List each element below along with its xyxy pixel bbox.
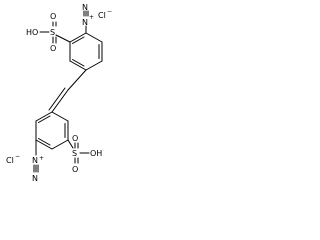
upper-diazonium-n-inner: N <box>82 18 88 27</box>
lower-chloride-charge: − <box>15 153 20 160</box>
lower-chloride-label: Cl <box>6 156 14 165</box>
lower-sulfonic-acid-group: S O O OH <box>67 134 102 174</box>
lower-sulfo-oh: OH <box>90 149 102 158</box>
upper-diazonium-n-outer: N <box>82 3 88 12</box>
upper-sulfo-o-top: O <box>50 12 56 21</box>
lower-sulfo-o-top: O <box>72 134 78 143</box>
vinylene-bridge <box>48 69 87 113</box>
lower-diazonium-n-inner: N <box>32 156 38 165</box>
upper-benzene-ring <box>69 32 103 71</box>
lower-sulfo-s-text: S <box>72 149 77 158</box>
upper-chloride-ion: Cl − <box>98 8 112 20</box>
lower-benzene-ring <box>35 111 69 150</box>
upper-sulfonic-acid-group: S O O HO <box>26 12 71 53</box>
stilbene-disulfonic-diazonium-structure: N + N Cl − S O O HO <box>6 3 112 183</box>
upper-chloride-charge: − <box>107 8 112 15</box>
lower-diazonium-group: N + N <box>32 139 44 183</box>
lower-chloride-ion: Cl − <box>6 153 20 165</box>
upper-sulfo-o-bottom: O <box>50 44 56 53</box>
upper-diazonium-charge: + <box>89 14 94 21</box>
lower-sulfo-o-bottom: O <box>72 165 78 174</box>
upper-sulfo-oh: HO <box>26 28 38 37</box>
upper-diazonium-group: N + N <box>82 3 94 34</box>
upper-chloride-label: Cl <box>98 11 106 20</box>
upper-sulfo-s: S <box>50 28 55 37</box>
lower-diazonium-n-outer: N <box>32 174 38 183</box>
lower-diazonium-charge: + <box>39 155 44 162</box>
